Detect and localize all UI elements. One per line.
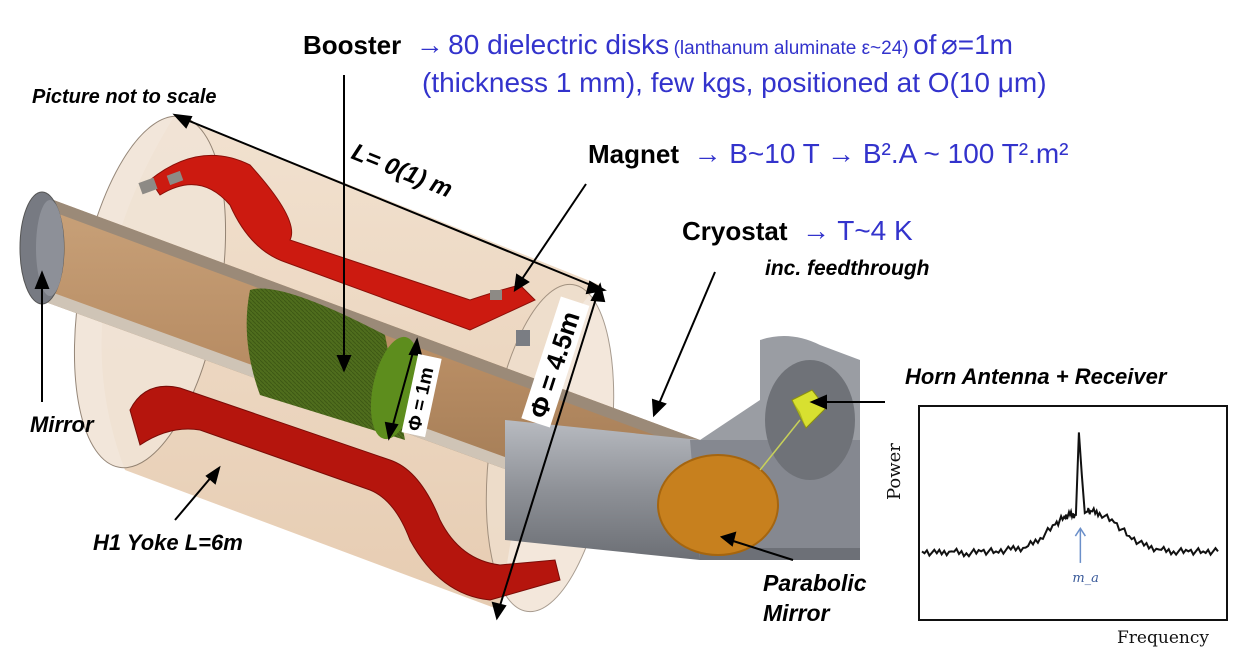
cryostat-leader-line xyxy=(657,271,716,407)
not-to-scale-note: Picture not to scale xyxy=(32,86,217,108)
cryostat-label: Cryostat xyxy=(682,216,788,246)
mirror-label: Mirror xyxy=(30,412,94,437)
yoke-label: H1 Yoke L=6m xyxy=(93,530,243,555)
yoke-leader-line xyxy=(174,474,214,521)
chart-xlabel: Frequency xyxy=(1117,628,1209,648)
outer-diameter-line xyxy=(497,291,599,613)
booster-of: of xyxy=(913,29,937,60)
cryostat-sublabel: inc. feedthrough xyxy=(765,257,930,280)
arrowhead-icon xyxy=(809,394,827,410)
arrowhead-icon xyxy=(491,601,507,621)
spectrum-series-line xyxy=(921,432,1219,559)
chart-ylabel: Power xyxy=(884,443,905,500)
horn-antenna-label: Horn Antenna + Receiver xyxy=(905,364,1167,389)
inner-diameter-line xyxy=(390,344,416,433)
magnet-coil-top xyxy=(138,154,536,346)
arrowhead-icon xyxy=(205,465,221,485)
magnet-coil-bottom xyxy=(129,385,561,601)
booster-diameter: =1m xyxy=(957,29,1013,60)
booster-arrow-icon: → xyxy=(415,29,444,60)
mirror-inner xyxy=(36,200,64,296)
arrowhead-icon xyxy=(651,398,667,418)
ma-arrow-icon xyxy=(1074,526,1086,563)
magnet-label: Magnet xyxy=(588,139,679,169)
parabolic-mirror-label-line1: Parabolic xyxy=(763,570,867,596)
dimension-lines xyxy=(34,75,885,621)
parabolic-mirror xyxy=(657,454,779,556)
parabolic-mirror-label-line2: Mirror xyxy=(763,600,830,626)
booster-spec: 80 dielectric disks xyxy=(448,29,670,60)
spectrum-chart: m_a xyxy=(918,405,1228,621)
diameter-symbol-icon: ⌀ xyxy=(940,29,958,60)
ma-annotation: m_a xyxy=(1072,571,1099,586)
booster-label: Booster xyxy=(303,30,402,60)
booster-heading: Booster → 80 dielectric disks (lanthanum… xyxy=(303,28,1013,61)
arrowhead-icon xyxy=(719,531,737,547)
magnet-heading: Magnet → B~10 T → B².A ~ 100 T².m² xyxy=(588,138,1069,170)
arrowhead-icon xyxy=(513,273,530,292)
arrowhead-icon xyxy=(590,282,606,303)
cryostat-spec: → T~4 K xyxy=(801,215,913,246)
arrowhead-icon xyxy=(408,337,423,357)
magnet-leader-line xyxy=(519,183,587,283)
magnet-spec: → B~10 T → B².A ~ 100 T².m² xyxy=(693,138,1069,169)
parabolic-leader-line xyxy=(729,539,794,561)
spectrum-plot: m_a xyxy=(921,432,1219,586)
arrowhead-icon xyxy=(34,270,50,289)
booster-spec-line2: (thickness 1 mm), few kgs, positioned at… xyxy=(422,67,1047,98)
booster-material: (lanthanum aluminate ε~24) xyxy=(673,38,909,59)
arrowhead-icon xyxy=(336,355,352,373)
cryostat-heading: Cryostat → T~4 K xyxy=(682,215,913,247)
arrowhead-icon xyxy=(384,421,399,441)
arrowhead-icon xyxy=(172,113,193,129)
length-dimension-line xyxy=(181,117,599,289)
